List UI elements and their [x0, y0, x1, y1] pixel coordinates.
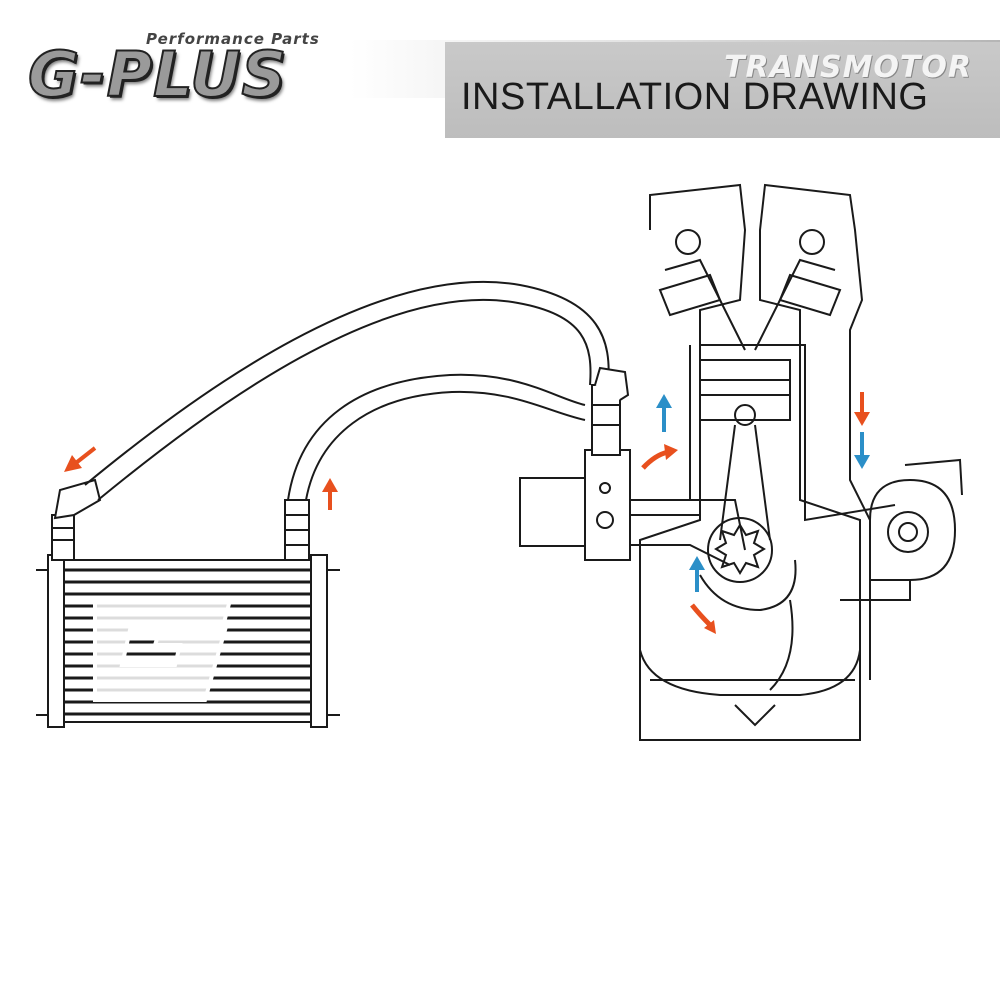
oil-pan [639, 649, 861, 696]
oil-hoses [84, 280, 610, 501]
adapter-port [596, 511, 614, 529]
fitting-left [51, 514, 75, 561]
logo-tagline: Performance Parts [146, 30, 320, 48]
hose-feed-arrow [322, 478, 338, 510]
block-hot-arrow [854, 392, 870, 426]
brand-name: TRANSMOTOR [724, 50, 972, 85]
wrist-pin [734, 404, 756, 426]
block-outline [639, 183, 871, 741]
adapter-out-arrow [656, 394, 672, 432]
flow-arrows [64, 392, 870, 634]
valve-left [664, 258, 746, 351]
return-hose-outer [84, 280, 610, 486]
piston [699, 359, 791, 421]
return-hose-inner [97, 298, 592, 501]
logo-wordmark: G-PLUS [27, 37, 288, 112]
adapter-body [584, 449, 631, 561]
oil-filter [519, 477, 596, 547]
pump-out-arrow [689, 556, 705, 592]
crankshaft [707, 517, 774, 583]
adapter-in-arrow [641, 444, 678, 470]
accessory-housing [869, 478, 957, 581]
feed-hose-outer [287, 373, 586, 501]
valve-right [754, 258, 836, 351]
gplus-logo: Performance Parts G-PLUS [27, 28, 388, 112]
cooler-end-tank-left [47, 554, 65, 728]
accessory-pulley [887, 511, 929, 553]
engine-block [630, 183, 963, 741]
camshaft-right [799, 229, 825, 255]
cooler-fittings [51, 478, 310, 561]
block-cold-arrow [854, 432, 870, 469]
camshaft-left [675, 229, 701, 255]
g-letter-icon [93, 598, 233, 702]
title-banner: TRANSMOTOR INSTALLATION DRAWING [445, 42, 1000, 138]
pump-in-arrow [690, 603, 716, 634]
cooler-end-tank-right [310, 554, 328, 728]
page-title: INSTALLATION DRAWING [461, 76, 929, 118]
oil-pump-gear-icon [714, 523, 766, 575]
sandwich-adapter [519, 366, 700, 561]
feed-hose-inner [305, 390, 586, 501]
connecting-rod [719, 424, 771, 541]
hose-return-arrow [64, 446, 97, 472]
oil-cooler [36, 554, 340, 728]
